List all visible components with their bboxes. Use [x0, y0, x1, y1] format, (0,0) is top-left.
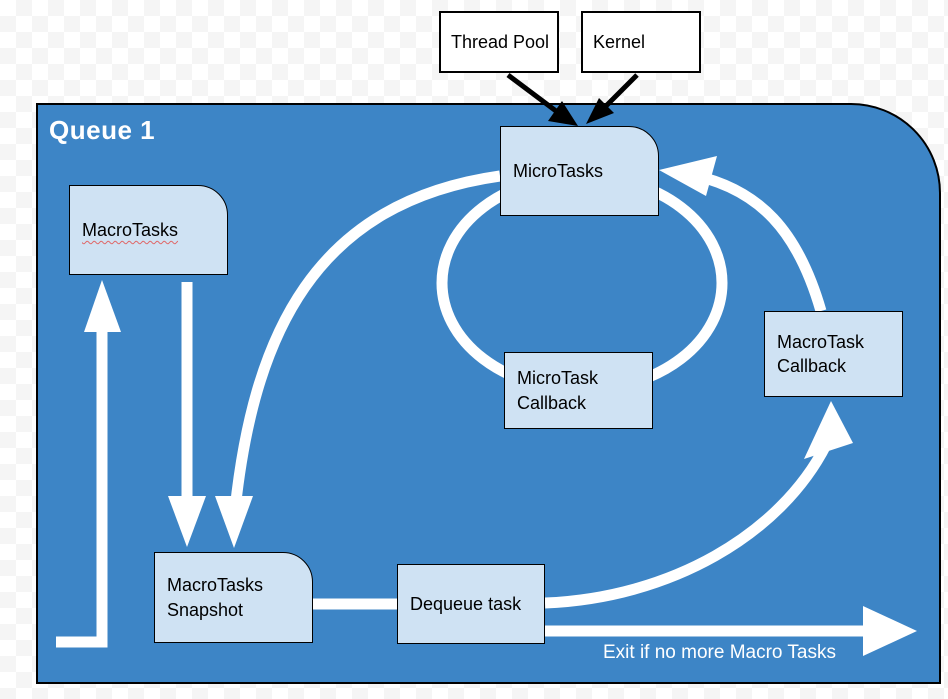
node-dequeue-task-label: Dequeue task — [410, 593, 522, 614]
queue-title: Queue 1 — [49, 115, 156, 145]
node-macrotask-callback[interactable]: MacroTask Callback — [764, 311, 903, 397]
node-kernel[interactable]: Kernel — [581, 11, 701, 73]
node-macrotasks-label: MacroTasks — [82, 219, 179, 240]
node-thread-pool-label: Thread Pool — [451, 31, 550, 52]
node-kernel-label: Kernel — [593, 31, 646, 52]
node-microtasks[interactable]: MicroTasks — [500, 126, 659, 216]
node-macrotasks[interactable]: MacroTasks — [69, 185, 228, 275]
exit-annotation: Exit if no more Macro Tasks — [603, 642, 837, 663]
node-macrotasks-snapshot[interactable]: MacroTasks Snapshot — [154, 552, 313, 643]
node-thread-pool[interactable]: Thread Pool — [439, 11, 559, 73]
node-macrotask-callback-label: MacroTask Callback — [777, 331, 865, 376]
node-dequeue-task[interactable]: Dequeue task — [397, 564, 545, 644]
node-macrotasks-snapshot-label: MacroTasks Snapshot — [167, 575, 264, 620]
node-microtask-callback-label: MicroTask Callback — [517, 368, 599, 413]
node-microtask-callback[interactable]: MicroTask Callback — [504, 352, 653, 429]
node-microtasks-label: MicroTasks — [513, 160, 604, 181]
